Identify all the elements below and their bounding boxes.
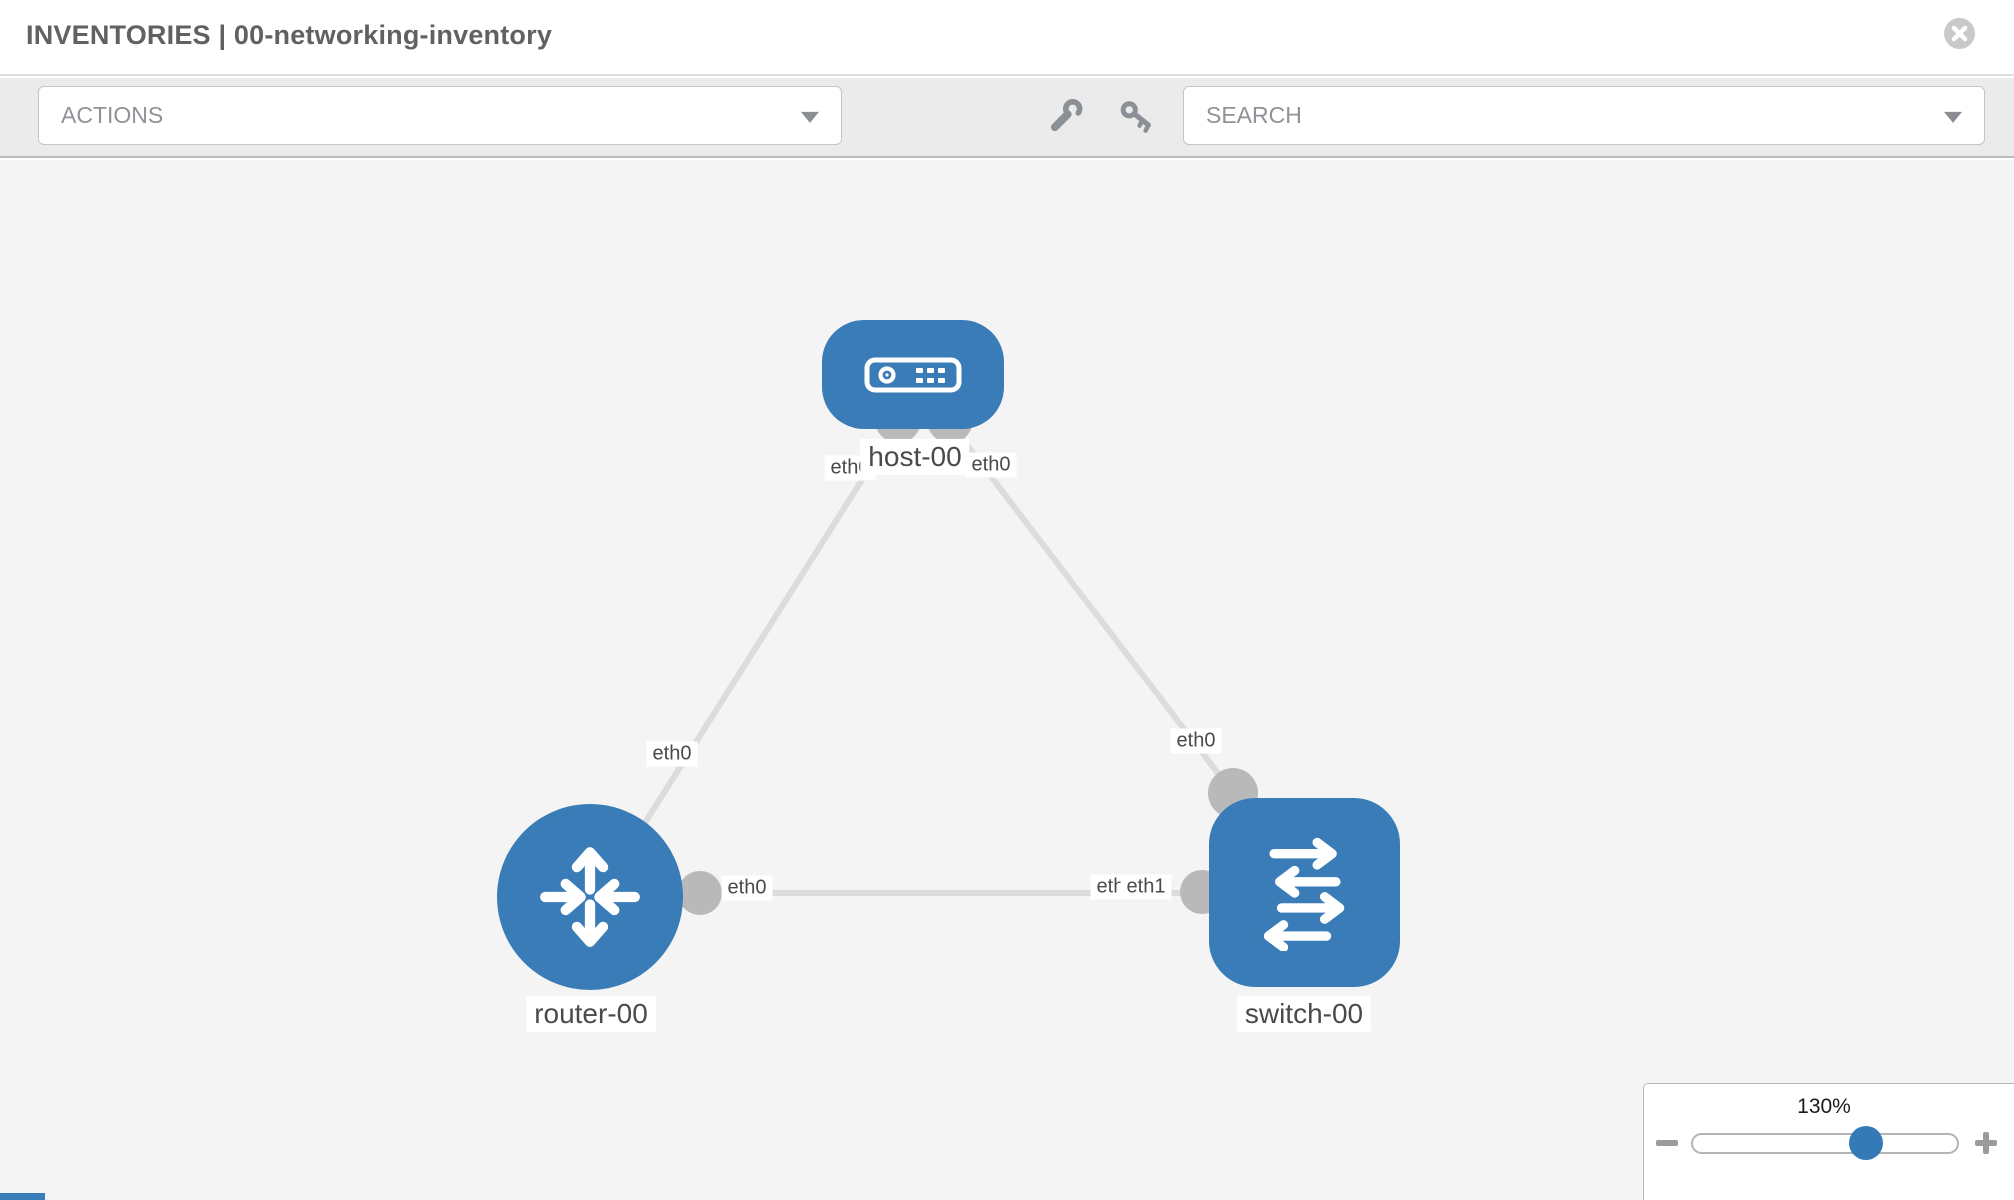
search-dropdown[interactable]: SEARCH <box>1183 86 1985 145</box>
endpoint-router-eth0[interactable] <box>678 871 722 915</box>
plus-icon <box>1975 1132 1997 1154</box>
close-icon <box>1951 25 1968 42</box>
page-title: INVENTORIES | 00-networking-inventory <box>26 20 553 50</box>
host-icon <box>864 357 962 392</box>
wrench-icon <box>1050 99 1083 132</box>
header-bar: INVENTORIES | 00-networking-inventory <box>0 0 2014 76</box>
node-label-host: host-00 <box>860 438 970 476</box>
node-label-router: router-00 <box>526 995 656 1033</box>
if-label-switch-eth1: eth1 <box>1120 874 1172 900</box>
if-label-router-eth0-uplink: eth0 <box>646 741 698 767</box>
links-layer <box>631 397 1258 915</box>
if-label-host-eth0-right: eth0 <box>965 452 1017 478</box>
node-switch-00[interactable] <box>1209 798 1400 987</box>
zoom-level-value: 130% <box>1797 1095 1851 1118</box>
node-label-switch: switch-00 <box>1236 995 1372 1033</box>
chevron-down-icon <box>1944 111 1962 123</box>
if-label-host-eth0-left: eth0 <box>824 455 876 481</box>
tools-button[interactable] <box>1046 96 1086 136</box>
zoom-out-button[interactable] <box>1652 1128 1682 1158</box>
actions-dropdown-label: ACTIONS <box>61 102 164 128</box>
actions-dropdown[interactable]: ACTIONS <box>38 86 842 145</box>
zoom-in-button[interactable] <box>1971 1128 2001 1158</box>
chevron-down-icon <box>801 111 819 123</box>
switch-icon <box>1263 837 1344 951</box>
key-icon <box>1120 101 1151 133</box>
minus-icon <box>1656 1140 1678 1146</box>
if-label-switch-eth0: eth0 <box>1170 728 1222 754</box>
router-icon <box>540 847 640 947</box>
zoom-panel: 130% <box>1643 1083 2014 1200</box>
search-dropdown-label: SEARCH <box>1206 102 1302 128</box>
cutoff-panel-accent <box>0 1193 45 1200</box>
zoom-slider-thumb[interactable] <box>1849 1126 1883 1160</box>
zoom-slider[interactable] <box>1691 1126 1959 1160</box>
if-label-router-eth0: eth0 <box>721 875 773 901</box>
topology-canvas[interactable]: host-00 router-00 switch-00 eth0 eth0 et… <box>0 160 2014 1200</box>
node-router-00[interactable] <box>497 804 683 990</box>
close-button[interactable] <box>1944 18 1975 49</box>
key-button[interactable] <box>1116 96 1156 136</box>
link-host-router[interactable] <box>631 421 901 842</box>
node-host-00[interactable] <box>822 320 1004 429</box>
